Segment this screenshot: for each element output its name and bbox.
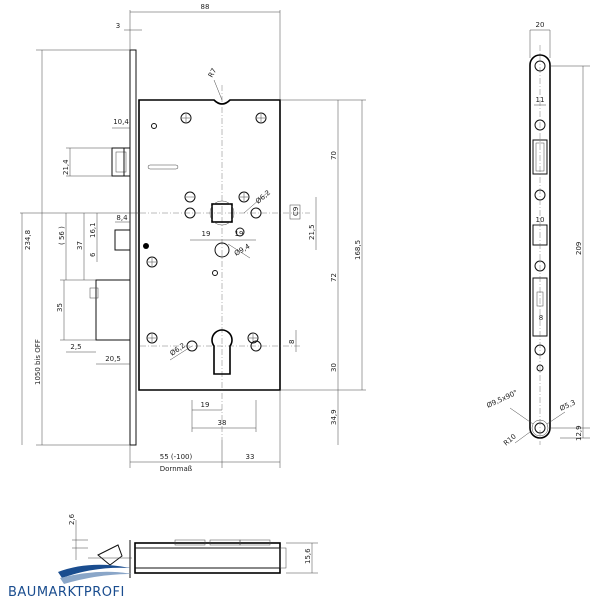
cylinder-hole: [211, 329, 233, 375]
dim-latch-offset: 21,4: [62, 159, 70, 175]
latch: [111, 147, 131, 177]
dim-total-width: 88: [201, 3, 210, 11]
top-dim-offset: 2,6: [68, 513, 76, 525]
dim-door-height: 1050 bis OFF: [34, 339, 42, 385]
side-view: 20 11 10 209 8 Ø9,5x90° Ø5,3 R10 12,9: [485, 21, 590, 448]
dim-bottom-34: 34,9: [330, 409, 338, 425]
top-dim-depth: 15,6: [304, 548, 312, 564]
dim-spindle-top: 70: [330, 151, 338, 160]
dim-total-168: 168,5: [354, 240, 362, 260]
dim-backset-right: 33: [246, 453, 255, 461]
dim-spindle-right: 21,5: [308, 224, 316, 240]
side-dim-hole: Ø5,3: [558, 399, 576, 413]
slot: [147, 164, 179, 170]
front-view: 88 3 R7 1050 bis OFF 234,8 21,4 10,4 ( 5…: [20, 3, 366, 473]
side-dim-bottom: 12,9: [575, 425, 583, 441]
dim-deadbolt-reach: 20,5: [105, 355, 121, 363]
dim-bolt-height: 16,1: [89, 222, 97, 238]
auxiliary-bolt: [114, 229, 131, 251]
front-dimensions: 88 3 R7 1050 bis OFF 234,8 21,4 10,4 ( 5…: [20, 3, 366, 473]
dim-faceplate-height: 234,8: [24, 230, 32, 250]
faceplate: [129, 49, 137, 446]
dim-backset: 55 (-100): [160, 453, 193, 461]
dim-deadbolt-offset: 2,5: [70, 343, 81, 351]
dim-latch-width: 10,4: [113, 118, 129, 126]
side-dim-latch-11: 11: [536, 96, 545, 104]
spindle-follower: [214, 242, 230, 258]
side-dim-radius: R10: [502, 433, 518, 448]
watermark-logo: BAUMARKTPROFI: [8, 564, 132, 600]
dim-distance-72: 72: [330, 273, 338, 282]
side-dim-slot-8: 8: [539, 314, 543, 322]
dim-spindle-box: C9: [292, 207, 300, 216]
brand-swoosh-icon: [58, 564, 130, 578]
deadbolt: [95, 279, 131, 341]
dim-bolt-width: 8,4: [116, 214, 128, 222]
dim-cylinder-30: 30: [330, 363, 338, 372]
side-dim-bolt-10: 10: [536, 216, 545, 224]
watermark-text: BAUMARKTPROFI: [8, 585, 125, 600]
dim-spindle-offset: ( 56 ): [58, 226, 66, 245]
lock-body: [138, 99, 281, 391]
dim-spindle-hole: Ø6,2: [254, 189, 272, 206]
dim-bottom-38: 38: [218, 419, 227, 427]
side-dim-width: 20: [536, 21, 545, 29]
side-dim-countersink: Ø9,5x90°: [485, 389, 518, 410]
side-dim-height-209: 209: [575, 242, 583, 255]
dim-cylinder-8: 8: [288, 340, 296, 344]
dim-bottom-19: 19: [201, 401, 210, 409]
top-view: 2,6 15,6: [68, 513, 318, 578]
spindle-square: [211, 203, 233, 223]
screw-holes: [146, 112, 267, 352]
dim-spindle-left-19: 19: [202, 230, 211, 238]
dim-radius: R7: [207, 67, 219, 79]
dim-spindle-right-19: 19: [235, 230, 244, 238]
dim-bolt: 37: [76, 241, 84, 250]
dim-bolt-gap: 6: [89, 252, 97, 257]
dim-small-hole: Ø9,4: [233, 242, 252, 258]
dim-deadbolt-height: 35: [56, 303, 64, 312]
dim-dornmass: Dornmaß: [160, 465, 193, 473]
dim-faceplate-thickness: 3: [116, 22, 120, 30]
